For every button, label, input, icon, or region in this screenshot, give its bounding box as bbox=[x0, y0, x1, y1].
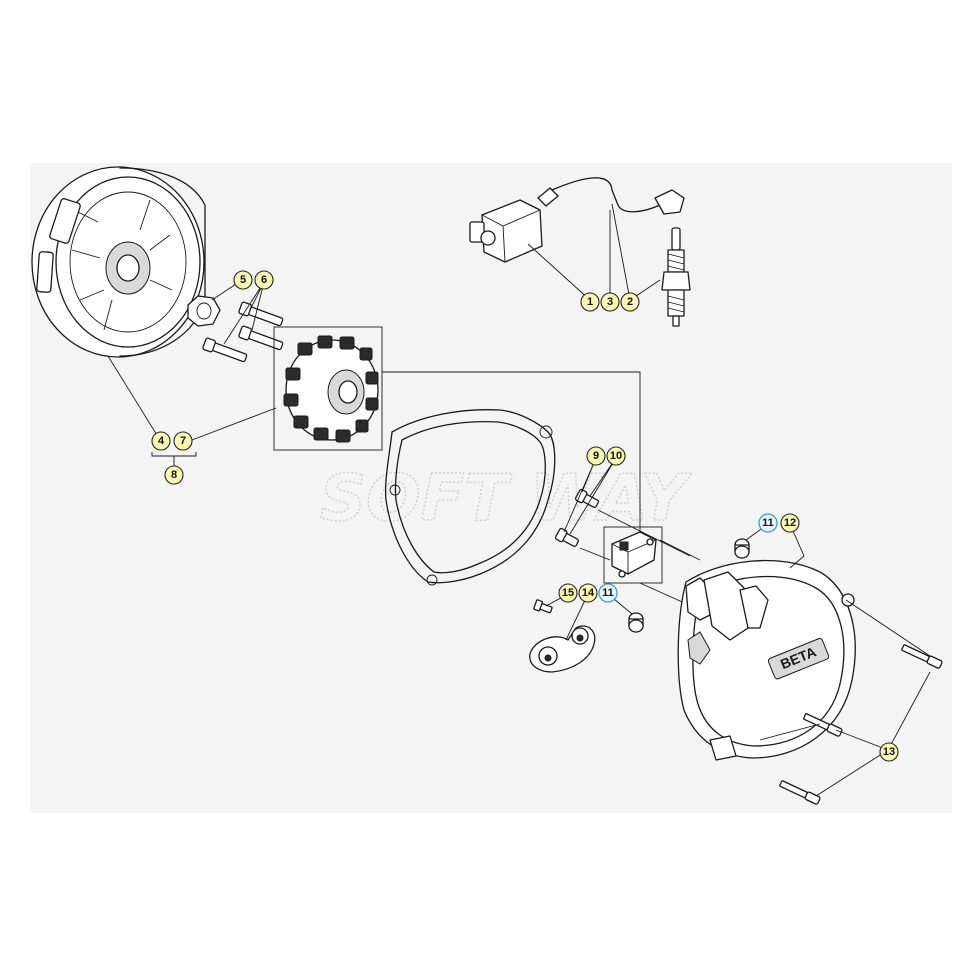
callout-11-upper: 11 bbox=[758, 513, 778, 533]
callout-11-lower: 11 bbox=[598, 583, 618, 603]
cover-gasket bbox=[384, 409, 556, 586]
svg-text:1: 1 bbox=[587, 296, 593, 308]
callout-10: 10 bbox=[606, 446, 626, 466]
svg-text:12: 12 bbox=[784, 517, 796, 529]
callout-15: 15 bbox=[558, 583, 578, 603]
callout-4: 4 bbox=[151, 431, 171, 451]
callout-1: 1 bbox=[580, 292, 600, 312]
spacer-bushing-lower bbox=[628, 612, 644, 633]
callout-9: 9 bbox=[586, 446, 606, 466]
stator bbox=[283, 335, 379, 443]
callout-12: 12 bbox=[780, 513, 800, 533]
svg-text:15: 15 bbox=[562, 587, 574, 599]
cover-screws bbox=[779, 644, 943, 805]
pickup-sensor bbox=[611, 531, 657, 578]
callout-6: 6 bbox=[254, 270, 274, 290]
callouts: 1 3 2 5 6 4 7 8 bbox=[151, 270, 899, 762]
svg-text:13: 13 bbox=[883, 746, 895, 758]
svg-text:7: 7 bbox=[180, 435, 186, 447]
svg-text:11: 11 bbox=[762, 517, 774, 529]
callout-8: 8 bbox=[164, 465, 184, 485]
callout-7: 7 bbox=[173, 431, 193, 451]
svg-text:4: 4 bbox=[158, 435, 165, 447]
pickup-axis-lines bbox=[579, 509, 701, 611]
leader-lines bbox=[107, 203, 931, 797]
cover-screw-axis-lines bbox=[759, 599, 931, 741]
svg-text:11: 11 bbox=[602, 587, 614, 599]
svg-text:5: 5 bbox=[240, 274, 246, 286]
callout-5: 5 bbox=[233, 270, 253, 290]
ignition-coil bbox=[469, 177, 685, 263]
svg-text:14: 14 bbox=[582, 587, 595, 599]
svg-text:9: 9 bbox=[593, 450, 599, 462]
watermark: SOFT WAY bbox=[320, 462, 693, 536]
svg-text:6: 6 bbox=[261, 274, 267, 286]
flywheel-nut bbox=[187, 295, 221, 327]
callout-13: 13 bbox=[879, 742, 899, 762]
svg-text:8: 8 bbox=[171, 469, 177, 481]
pickup-screws bbox=[554, 488, 599, 547]
spacer-bushing-upper bbox=[734, 538, 750, 559]
cable-clamp bbox=[529, 625, 596, 673]
spark-plug bbox=[661, 227, 691, 327]
callout-2: 2 bbox=[620, 292, 640, 312]
callout-14: 14 bbox=[578, 583, 598, 603]
stator-group-box bbox=[273, 326, 383, 451]
callout-3: 3 bbox=[600, 292, 620, 312]
svg-text:10: 10 bbox=[610, 450, 622, 462]
svg-text:3: 3 bbox=[607, 296, 613, 308]
flywheel-rotor bbox=[31, 166, 206, 358]
svg-text:2: 2 bbox=[627, 296, 633, 308]
